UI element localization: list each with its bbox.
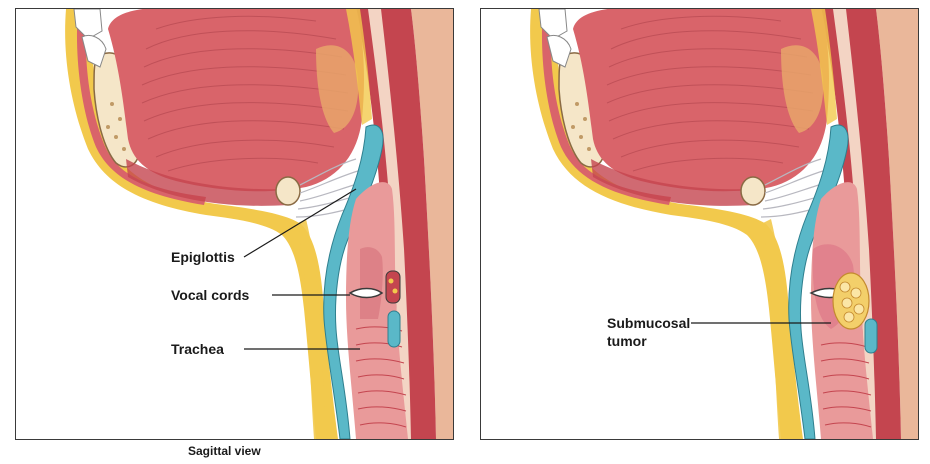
submucosal-tumor [833, 273, 869, 329]
tumor-label-line1: Submucosal [607, 315, 690, 331]
hyoid-bone [741, 177, 765, 205]
figure-caption: Sagittal view [188, 444, 261, 458]
vocal-cords [350, 289, 382, 298]
epiglottis-label: Epiglottis [171, 249, 235, 265]
cricoid-cartilage [388, 311, 400, 347]
normal-larynx-panel: Epiglottis Vocal cords Trachea [15, 8, 454, 440]
hyoid-bone [276, 177, 300, 205]
vestibule [360, 247, 383, 319]
tumor-larynx-panel: Submucosal tumor [480, 8, 919, 440]
vocal-cords-label: Vocal cords [171, 287, 249, 303]
normal-larynx-illustration [16, 9, 453, 439]
trachea-label: Trachea [171, 341, 224, 357]
arytenoid [386, 271, 400, 303]
tumor-larynx-illustration [481, 9, 918, 439]
tumor-label-line2: tumor [607, 333, 647, 349]
cricoid-cartilage [865, 319, 877, 353]
